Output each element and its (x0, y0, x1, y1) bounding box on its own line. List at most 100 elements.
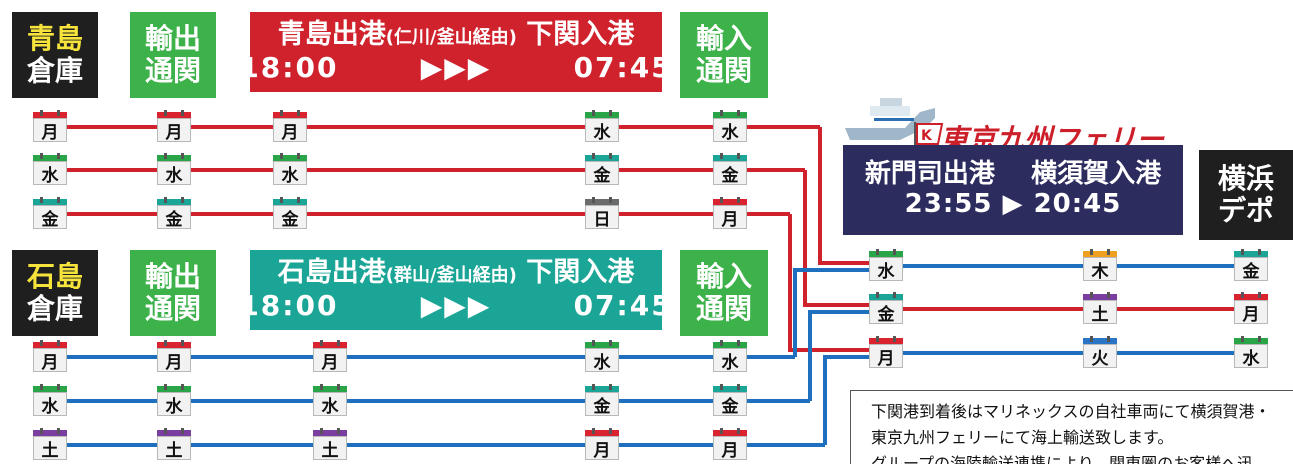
calendar-day-icon: 金 (32, 197, 68, 230)
calendar-ring (893, 292, 896, 298)
calendar-ring (609, 110, 612, 116)
calendar-day-label: 土 (1083, 300, 1117, 325)
calendar-ring (1241, 336, 1244, 342)
qingdao-import-customs: 輸入 通関 (680, 12, 768, 98)
calendar-day-label: 月 (713, 205, 747, 230)
calendar-ring (280, 197, 283, 203)
calendar-cap (869, 251, 903, 257)
depart-time: 18:00 (239, 51, 339, 85)
import-line2: 通関 (695, 292, 752, 325)
calendar-day-icon: 月 (312, 340, 348, 373)
qingdao-warehouse-label: 青島 倉庫 (12, 12, 98, 98)
calendar-ring (876, 336, 879, 342)
calendar-ring (737, 153, 740, 159)
calendar-ring (40, 428, 43, 434)
calendar-cap (1234, 294, 1268, 300)
calendar-cap (585, 342, 619, 348)
calendar-ring (181, 153, 184, 159)
calendar-ring (164, 153, 167, 159)
export-line2: 通関 (144, 54, 201, 87)
calendar-day-icon: 火 (1082, 336, 1118, 369)
calendar-cap (585, 112, 619, 118)
route-time: 18:00 ▶▶▶ 07:45 (239, 290, 672, 322)
calendar-day-icon: 月 (712, 428, 748, 461)
calendar-day-label: 金 (713, 392, 747, 417)
ferry-depart-port: 新門司出港 (864, 159, 995, 190)
calendar-cap (157, 155, 191, 161)
calendar-cap (157, 199, 191, 205)
shidao-export-customs: 輸出 通関 (130, 250, 216, 336)
calendar-ring (592, 340, 595, 346)
calendar-day-icon: 水 (272, 153, 308, 186)
calendar-cap (585, 199, 619, 205)
calendar-ring (320, 428, 323, 434)
calendar-day-label: 金 (273, 205, 307, 230)
calendar-ring (40, 197, 43, 203)
calendar-ring (297, 110, 300, 116)
route-line (823, 355, 870, 445)
calendar-day-label: 水 (273, 161, 307, 186)
note-line: グループの海陸輸送連携により、関東圏のお客様へ迅 (871, 454, 1254, 464)
arrive-time: 07:45 (573, 51, 673, 85)
calendar-ring (280, 153, 283, 159)
calendar-cap (1083, 294, 1117, 300)
calendar-day-label: 月 (33, 118, 67, 143)
calendar-ring (1241, 249, 1244, 255)
calendar-day-label: 金 (713, 161, 747, 186)
calendar-day-icon: 月 (584, 428, 620, 461)
shidao-warehouse-label: 石島 倉庫 (12, 250, 98, 336)
import-line1: 輸入 (695, 259, 752, 293)
calendar-day-label: 土 (313, 436, 347, 461)
import-line1: 輸入 (695, 21, 752, 55)
calendar-day-label: 木 (1083, 257, 1117, 282)
calendar-cap (1083, 251, 1117, 257)
calendar-ring (1107, 249, 1110, 255)
calendar-day-label: 月 (313, 348, 347, 373)
calendar-day-icon: 水 (312, 384, 348, 417)
calendar-day-label: 水 (33, 161, 67, 186)
calendar-ring (337, 340, 340, 346)
calendar-ring (57, 197, 60, 203)
calendar-day-icon: 金 (272, 197, 308, 230)
calendar-cap (585, 155, 619, 161)
calendar-ring (40, 340, 43, 346)
depot-line1: 横浜 (1217, 161, 1274, 195)
calendar-day-icon: 水 (868, 249, 904, 282)
calendar-ring (720, 384, 723, 390)
calendar-day-label: 水 (713, 348, 747, 373)
calendar-ring (337, 384, 340, 390)
calendar-day-label: 月 (273, 118, 307, 143)
export-line1: 輸出 (144, 21, 201, 55)
calendar-day-label: 水 (1234, 344, 1268, 369)
calendar-day-label: 月 (585, 436, 619, 461)
calendar-ring (737, 384, 740, 390)
calendar-day-label: 水 (713, 118, 747, 143)
calendar-cap (313, 386, 347, 392)
shidao-route-box: 石島出港(群山/釜山経由) 下関入港 18:00 ▶▶▶ 07:45 (239, 250, 671, 330)
route-line (808, 310, 870, 401)
calendar-day-icon: 金 (1233, 249, 1269, 282)
calendar-ring (57, 384, 60, 390)
calendar-ring (57, 153, 60, 159)
calendar-cap (33, 386, 67, 392)
calendar-ring (720, 428, 723, 434)
calendar-day-icon: 金 (584, 384, 620, 417)
calendar-day-label: 金 (1234, 257, 1268, 282)
calendar-cap (33, 342, 67, 348)
calendar-cap (273, 112, 307, 118)
calendar-cap (273, 155, 307, 161)
calendar-ring (893, 249, 896, 255)
calendar-ring (893, 336, 896, 342)
calendar-ring (1258, 336, 1261, 342)
calendar-ring (592, 384, 595, 390)
route-origin: 石島出港 (277, 257, 386, 289)
calendar-day-label: 月 (1234, 300, 1268, 325)
note-line: 東京九州フェリーにて海上輸送致します。 (871, 428, 1174, 447)
calendar-cap (713, 342, 747, 348)
calendar-cap (713, 386, 747, 392)
calendar-day-label: 月 (157, 348, 191, 373)
calendar-cap (1234, 251, 1268, 257)
ferry-depart-time: 23:55 (904, 189, 993, 219)
calendar-ring (57, 428, 60, 434)
calendar-day-label: 金 (157, 205, 191, 230)
